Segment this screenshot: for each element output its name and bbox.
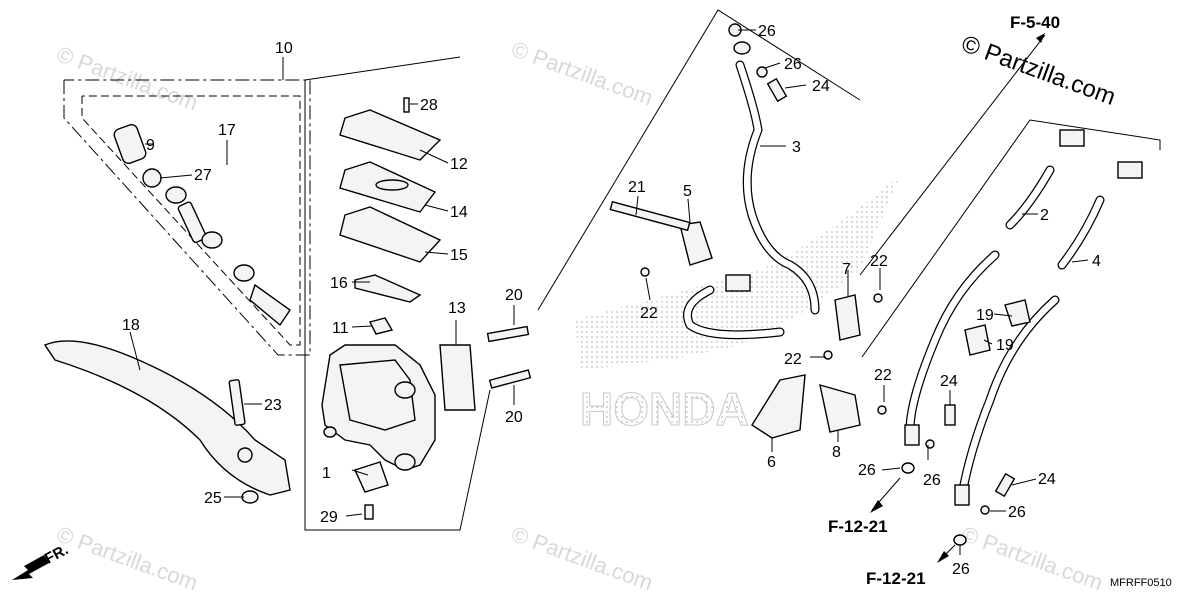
watermark-2: © Partzilla.com <box>508 36 656 110</box>
reference-arrows <box>870 477 956 563</box>
callout-29[interactable]: 29 <box>320 509 338 526</box>
callout-24b[interactable]: 24 <box>940 373 958 390</box>
callout-13[interactable]: 13 <box>448 300 466 317</box>
watermark-3: © Partzilla.com <box>53 521 201 595</box>
callout-numbers: 1 2 3 4 5 6 7 8 9 10 11 12 13 14 15 16 1… <box>122 23 1101 578</box>
honda-wing-logo: HONDA <box>575 175 900 436</box>
callout-22b[interactable]: 22 <box>870 253 888 270</box>
diagram-code: MFRFF0510 <box>1110 577 1172 589</box>
callout-20b[interactable]: 20 <box>505 409 523 426</box>
leader-lines <box>129 29 1089 555</box>
brake-hoses <box>683 60 1105 500</box>
callout-26e[interactable]: 26 <box>1008 504 1026 521</box>
callout-3[interactable]: 3 <box>792 139 801 156</box>
callout-1[interactable]: 1 <box>322 465 331 482</box>
callout-10[interactable]: 10 <box>275 40 293 57</box>
callout-15[interactable]: 15 <box>450 247 468 264</box>
callout-11[interactable]: 11 <box>332 320 349 337</box>
callout-19a[interactable]: 19 <box>976 307 994 324</box>
holder-and-bolts <box>354 317 532 520</box>
watermark-1: © Partzilla.com <box>53 41 201 115</box>
callout-9[interactable]: 9 <box>146 137 155 154</box>
callout-26d[interactable]: 26 <box>923 472 941 489</box>
front-direction-arrow: FR. <box>12 541 71 580</box>
callout-22c[interactable]: 22 <box>784 351 802 368</box>
callout-17[interactable]: 17 <box>218 122 236 139</box>
reference-bottom-left[interactable]: F-12-21 <box>828 517 888 536</box>
screw-28 <box>403 97 410 113</box>
brake-lever <box>43 340 291 504</box>
callout-6[interactable]: 6 <box>767 454 776 471</box>
callout-27[interactable]: 27 <box>194 167 212 184</box>
group-box-hoses <box>537 9 1161 358</box>
callout-5[interactable]: 5 <box>683 183 692 200</box>
callout-21[interactable]: 21 <box>628 179 646 196</box>
callout-20a[interactable]: 20 <box>505 287 523 304</box>
callout-24a[interactable]: 24 <box>812 78 830 95</box>
callout-26f[interactable]: 26 <box>952 561 970 578</box>
callout-22a[interactable]: 22 <box>640 305 658 322</box>
callout-7[interactable]: 7 <box>842 261 851 278</box>
reservoir-cap <box>339 97 442 303</box>
group-box-10 <box>63 56 491 531</box>
watermark-corner: © Partzilla.com <box>958 30 1119 111</box>
callout-23[interactable]: 23 <box>264 397 282 414</box>
callout-19b[interactable]: 19 <box>996 337 1014 354</box>
reference-bottom-right[interactable]: F-12-21 <box>866 569 926 588</box>
callout-18[interactable]: 18 <box>122 317 140 334</box>
callout-12[interactable]: 12 <box>450 156 468 173</box>
watermark-5: © Partzilla.com <box>958 521 1106 595</box>
callout-2[interactable]: 2 <box>1040 207 1049 224</box>
callout-4[interactable]: 4 <box>1092 253 1101 270</box>
callout-24c[interactable]: 24 <box>1038 471 1056 488</box>
callout-26c[interactable]: 26 <box>858 462 876 479</box>
callout-26a[interactable]: 26 <box>758 23 776 40</box>
callout-8[interactable]: 8 <box>832 444 841 461</box>
watermark-4: © Partzilla.com <box>508 521 656 595</box>
callout-25[interactable]: 25 <box>204 490 222 507</box>
hose-fittings <box>609 23 1143 546</box>
piston-assembly <box>113 123 291 327</box>
callout-14[interactable]: 14 <box>450 204 468 221</box>
reference-top-right[interactable]: F-5-40 <box>1010 13 1060 32</box>
watermarks: © Partzilla.com © Partzilla.com © Partzi… <box>53 30 1119 595</box>
master-cylinder-body <box>321 344 436 471</box>
callout-26b[interactable]: 26 <box>784 56 802 73</box>
honda-logo-text: HONDA <box>580 383 749 435</box>
callout-28[interactable]: 28 <box>420 97 438 114</box>
callout-22d[interactable]: 22 <box>874 367 892 384</box>
callout-16[interactable]: 16 <box>330 275 348 292</box>
